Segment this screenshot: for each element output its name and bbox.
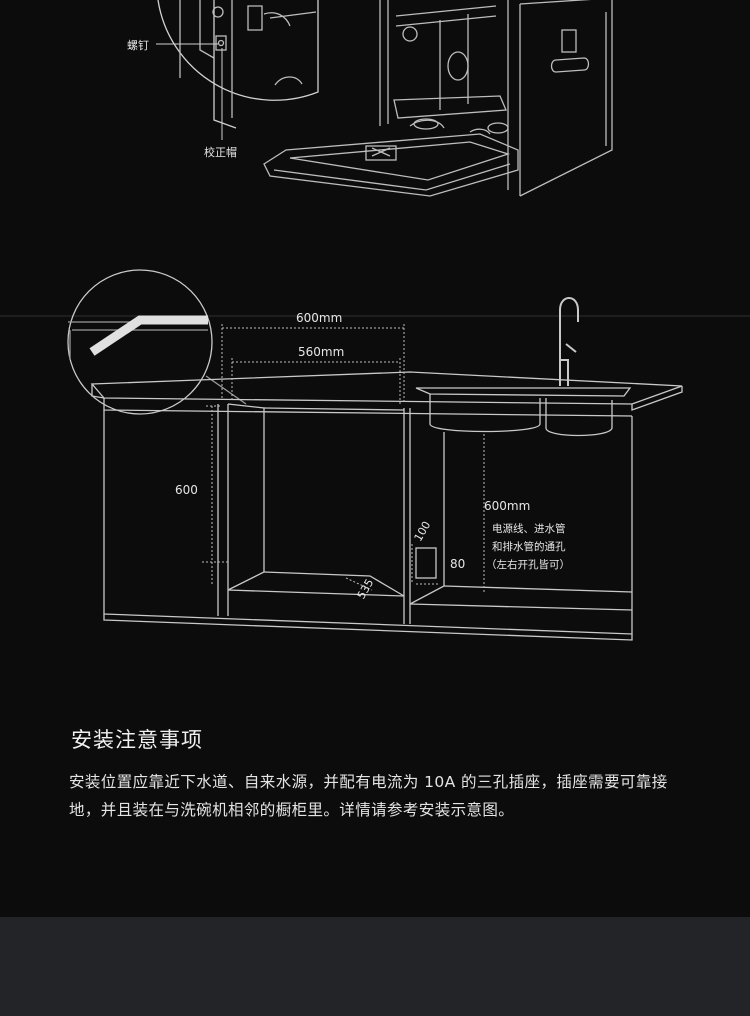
notes-body: 安装位置应靠近下水道、自来水源，并配有电流为 10A 的三孔插座，插座需要可靠接… xyxy=(69,773,668,819)
label-opening-width: 600mm xyxy=(296,311,342,325)
label-screw: 螺钉 xyxy=(127,39,149,52)
label-inner-width: 560mm xyxy=(298,345,344,359)
label-height: 600 xyxy=(175,483,198,497)
hole-note-line-1: 电源线、进水管 xyxy=(492,522,566,535)
label-hole-width: 80 xyxy=(450,557,465,571)
top-labels: 螺钉 校正帽 xyxy=(127,39,237,159)
label-cap: 校正帽 xyxy=(204,145,237,159)
hole-note-line-3: （左右开孔皆可） xyxy=(486,558,570,571)
notes-title: 安装注意事项 xyxy=(71,728,203,752)
dishwasher-drawing xyxy=(157,0,613,197)
cabinet-drawing xyxy=(67,269,683,641)
dim-depth-line xyxy=(345,577,373,591)
cabinet-dimensions xyxy=(202,324,485,592)
footer-band xyxy=(0,917,750,1016)
hole-note-line-2: 和排水管的通孔 xyxy=(492,540,566,553)
label-sink-cabinet-width: 600mm xyxy=(484,499,530,513)
